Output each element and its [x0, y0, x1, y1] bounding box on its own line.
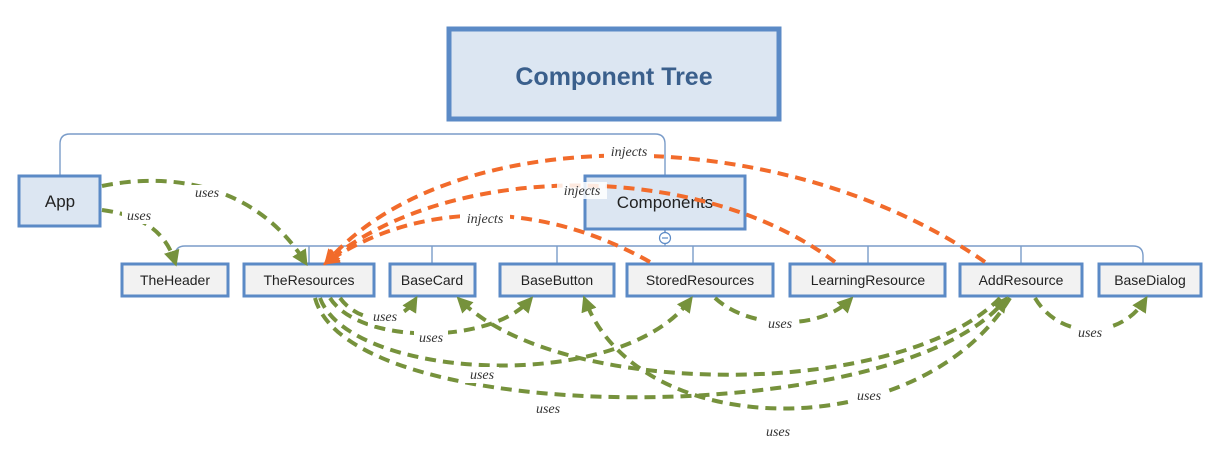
edge-labels: injects injects injects uses uses uses u… — [122, 143, 1107, 440]
edge-label-uses: uses — [766, 425, 791, 440]
edge-label-uses: uses — [768, 317, 793, 332]
node-the-header-label: TheHeader — [140, 272, 210, 288]
edge-label-uses: uses — [127, 209, 152, 224]
edge-label-uses: uses — [536, 402, 561, 417]
node-the-resources-label: TheResources — [263, 272, 354, 288]
edge-label-uses: uses — [419, 331, 444, 346]
page-title: Component Tree — [515, 63, 712, 91]
edge-label-injects: injects — [611, 145, 648, 160]
node-learning-resource-label: LearningResource — [811, 272, 926, 288]
collapse-toggle-icon[interactable] — [658, 231, 672, 245]
node-app-label: App — [45, 192, 75, 211]
edge-label-uses: uses — [470, 368, 495, 383]
node-stored-resources[interactable]: StoredResources — [625, 262, 775, 298]
edge-uses-addresource-basebutton — [581, 295, 1012, 411]
node-base-card-label: BaseCard — [401, 272, 463, 288]
node-add-resource[interactable]: AddResource — [958, 262, 1084, 298]
edge-label-uses: uses — [857, 389, 882, 404]
node-learning-resource[interactable]: LearningResource — [788, 262, 947, 298]
edge-uses-theresources-storedresources — [318, 296, 693, 368]
node-base-dialog[interactable]: BaseDialog — [1097, 262, 1203, 298]
title-node: Component Tree — [446, 26, 782, 122]
node-add-resource-label: AddResource — [979, 272, 1064, 288]
node-stored-resources-label: StoredResources — [646, 272, 754, 288]
edge-uses-addresource-basecard — [456, 296, 1002, 377]
node-app[interactable]: App — [17, 174, 102, 228]
node-base-card[interactable]: BaseCard — [388, 262, 477, 298]
node-base-button[interactable]: BaseButton — [498, 262, 616, 298]
node-components[interactable]: Components — [583, 174, 747, 231]
node-the-resources[interactable]: TheResources — [242, 262, 376, 298]
edge-label-uses: uses — [373, 310, 398, 325]
edge-label-uses: uses — [1078, 326, 1103, 341]
edge-label-uses: uses — [195, 186, 220, 201]
edge-label-injects: injects — [564, 184, 601, 199]
edge-injects-storedresources-theresources — [323, 213, 651, 265]
node-base-dialog-label: BaseDialog — [1114, 272, 1186, 288]
edge-uses-addresource-basedialog — [1033, 295, 1148, 332]
edge-uses-theresources-basebutton — [328, 296, 534, 336]
node-components-label: Components — [617, 193, 713, 212]
edge-uses-theresources-addresource — [313, 296, 1009, 400]
node-the-header[interactable]: TheHeader — [120, 262, 230, 298]
node-base-button-label: BaseButton — [521, 272, 593, 288]
edge-label-injects: injects — [467, 212, 504, 227]
